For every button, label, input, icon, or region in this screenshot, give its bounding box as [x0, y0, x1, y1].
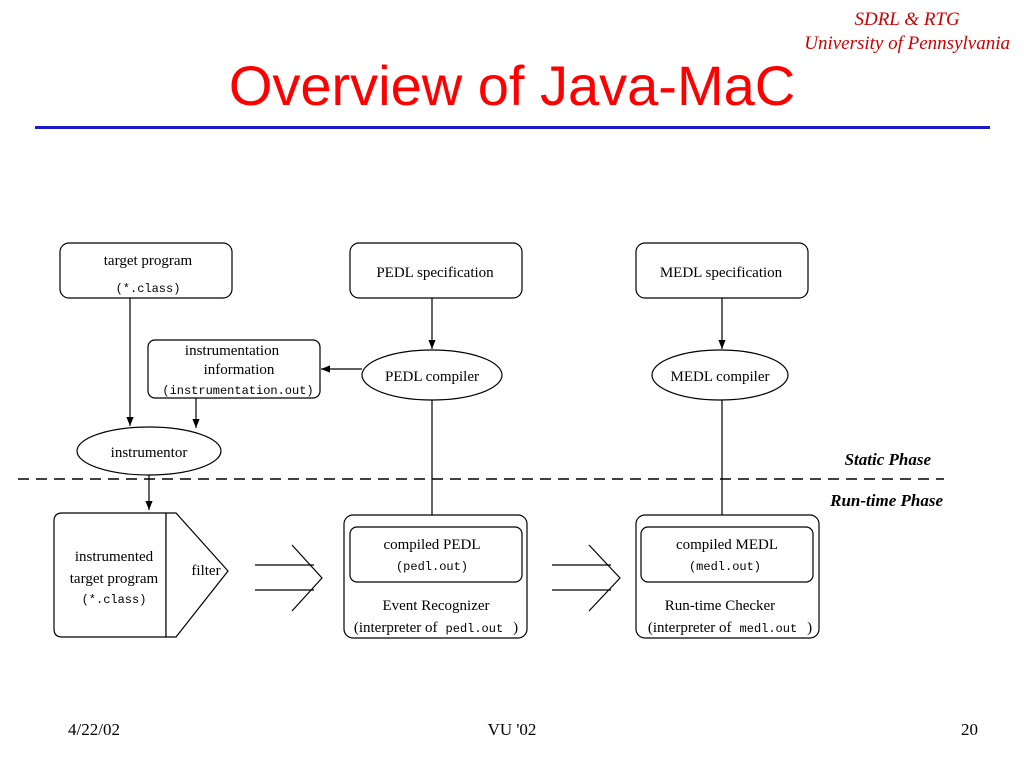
affiliation-line-1: SDRL & RTG — [854, 9, 960, 30]
runtime-phase-label: Run-time Phase — [829, 491, 943, 510]
instrumented-program-box: instrumented target program (*.class) fi… — [53, 512, 229, 638]
instrumentor-node: instrumentor — [76, 426, 222, 476]
affiliation-line-2: University of Pennsylvania — [804, 33, 1010, 54]
medl-compiler-node: MEDL compiler — [651, 349, 789, 401]
pedl-compiler-node: PEDL compiler — [361, 349, 503, 401]
pedl-spec-label: PEDL specification — [376, 265, 494, 281]
instr-info-file: (instrumentation.out) — [162, 384, 313, 398]
instrumentation-info-box: instrumentation information (instrumenta… — [147, 339, 321, 399]
runtime-checker-box: compiled MEDL (medl.out) Run-time Checke… — [635, 514, 820, 639]
compiled-pedl-file: (pedl.out) — [396, 560, 468, 574]
target-program-label: target program — [104, 253, 193, 269]
compiled-pedl-label: compiled PEDL — [383, 537, 480, 553]
footer-page-number: 20 — [961, 720, 978, 739]
footer-date: 4/22/02 — [68, 720, 120, 739]
medl-spec-label: MEDL specification — [660, 265, 783, 281]
runtime-checker-interp: (interpreter of medl.out ) — [648, 619, 812, 636]
static-phase-label: Static Phase — [845, 450, 932, 469]
event-recognizer-box: compiled PEDL (pedl.out) Event Recognize… — [343, 514, 528, 639]
title-divider — [35, 126, 990, 129]
flow-arrow-to-event-recognizer — [255, 544, 323, 612]
flow-arrow-to-runtime-checker — [552, 544, 621, 612]
footer-venue: VU '02 — [487, 720, 537, 739]
affiliation: SDRL & RTG University of Pennsylvania — [804, 8, 1010, 56]
compiled-medl-label: compiled MEDL — [676, 537, 778, 553]
pedl-spec-box: PEDL specification — [349, 242, 523, 299]
runtime-checker-name: Run-time Checker — [665, 598, 775, 614]
medl-spec-box: MEDL specification — [635, 242, 809, 299]
event-recognizer-interp: (interpreter of pedl.out ) — [354, 619, 518, 636]
target-program-file: (*.class) — [116, 282, 181, 296]
filter-label: filter — [191, 563, 220, 579]
pedl-compiler-label: PEDL compiler — [385, 369, 479, 385]
medl-compiler-label: MEDL compiler — [670, 369, 769, 385]
target-program-box: target program (*.class) — [59, 242, 233, 299]
instrumented-file: (*.class) — [82, 593, 147, 607]
instr-info-line-2: information — [204, 362, 275, 378]
instrumented-line-2: target program — [70, 571, 159, 587]
instrumentor-label: instrumentor — [111, 445, 188, 461]
instrumented-line-1: instrumented — [75, 549, 154, 565]
slide-title: Overview of Java-MaC — [228, 54, 796, 117]
event-recognizer-name: Event Recognizer — [382, 598, 489, 614]
instr-info-line-1: instrumentation — [185, 343, 280, 359]
compiled-medl-file: (medl.out) — [689, 560, 761, 574]
